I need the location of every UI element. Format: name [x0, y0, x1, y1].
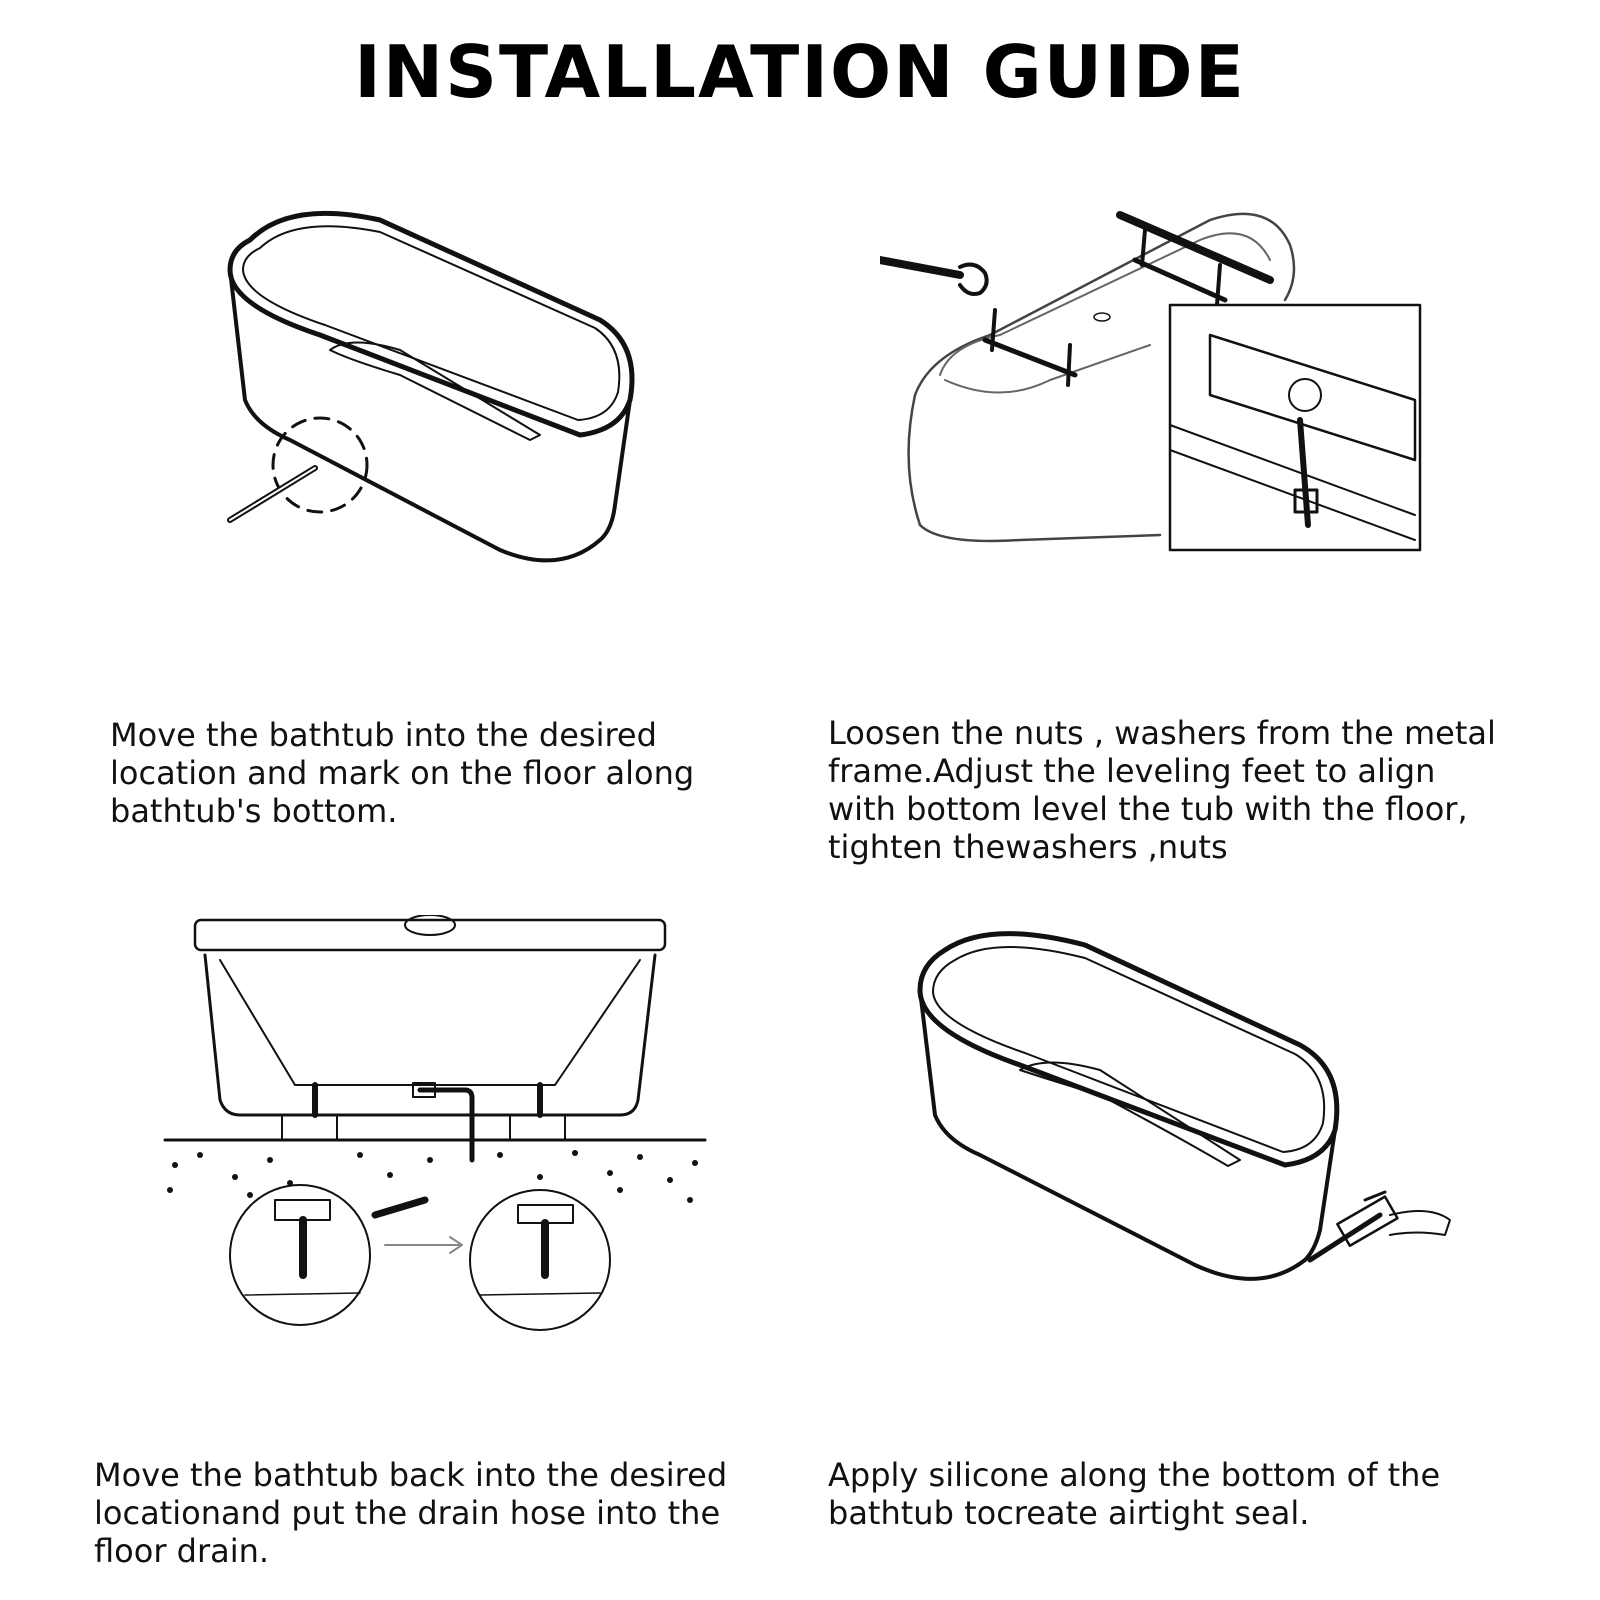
- page-title: INSTALLATION GUIDE: [354, 30, 1246, 114]
- caulk-gun-icon: [917, 931, 1451, 1281]
- step4-illustration: [910, 930, 1500, 1330]
- step3-illustration: [160, 915, 730, 1355]
- drain-hose-icon: [163, 915, 707, 1331]
- step1-illustration: [200, 200, 660, 590]
- bathtub-pencil-icon: [227, 210, 635, 563]
- step3-caption: Move the bathtub back into the desired l…: [94, 1456, 728, 1570]
- wrench-leveling-icon: [880, 211, 1422, 552]
- step4-caption: Apply silicone along the bottom of the b…: [828, 1456, 1441, 1532]
- step1-caption: Move the bathtub into the desired locati…: [110, 716, 695, 830]
- step2-illustration: [880, 205, 1460, 575]
- step2-caption: Loosen the nuts , washers from the metal…: [828, 714, 1496, 866]
